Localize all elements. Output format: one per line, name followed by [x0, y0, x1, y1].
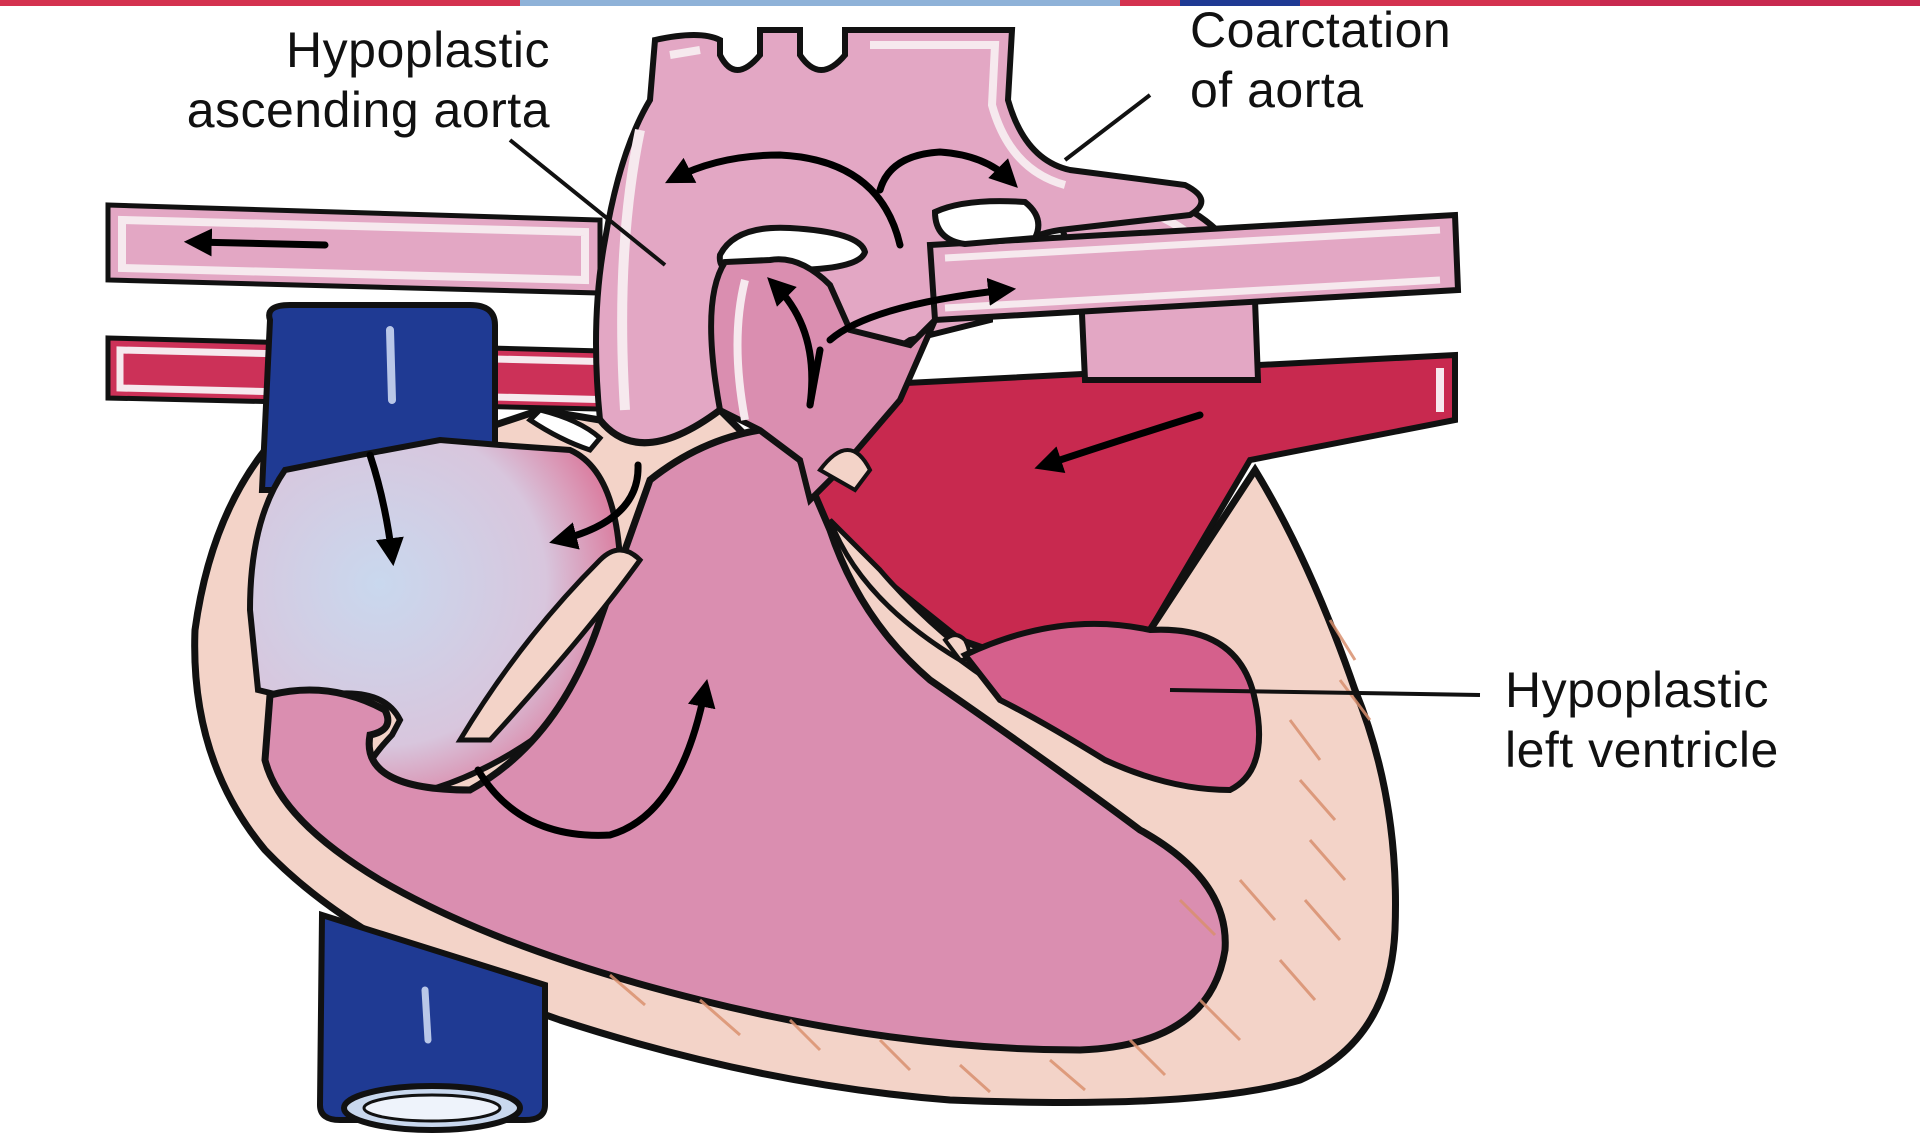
label-line: of aorta — [1190, 60, 1451, 120]
left-pulmonary-artery — [108, 205, 600, 293]
label-line: Coarctation — [1190, 0, 1451, 60]
label-line: Hypoplastic — [1505, 660, 1779, 720]
label-hypoplastic-ascending-aorta: Hypoplastic ascending aorta — [0, 20, 550, 140]
label-line: ascending aorta — [0, 80, 550, 140]
leader-coarctation — [1065, 95, 1150, 160]
label-coarctation-of-aorta: Coarctation of aorta — [1190, 0, 1451, 120]
arrow-left-pa — [195, 242, 325, 245]
label-line: left ventricle — [1505, 720, 1779, 780]
label-hypoplastic-left-ventricle: Hypoplastic left ventricle — [1505, 660, 1779, 780]
label-line: Hypoplastic — [0, 20, 550, 80]
